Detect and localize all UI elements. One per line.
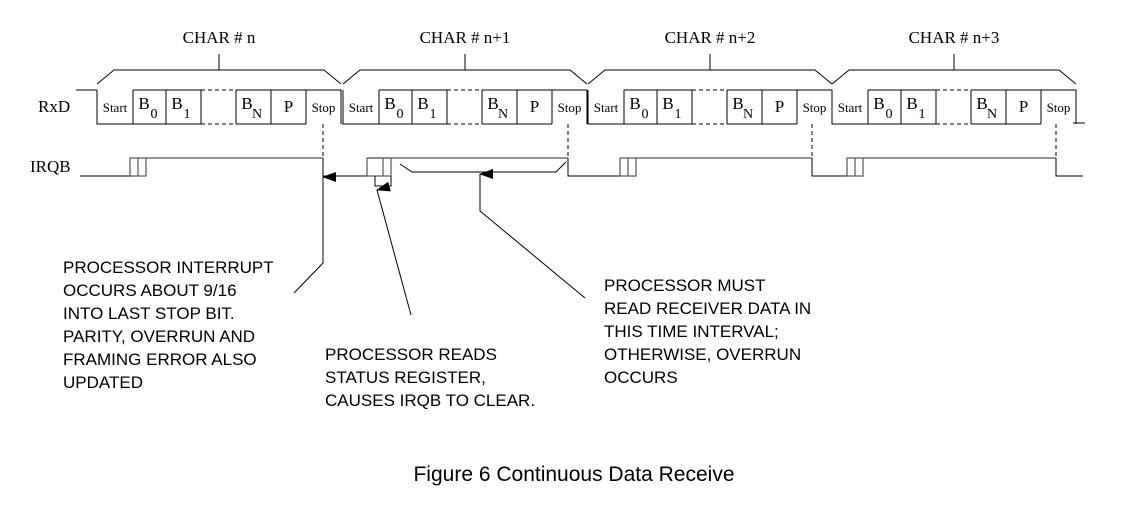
character-brace bbox=[342, 69, 588, 85]
data-bit-0-label: B bbox=[138, 94, 149, 113]
data-bit-n-subscript: N bbox=[987, 107, 997, 122]
irqb-waveform bbox=[80, 157, 1083, 187]
data-bit-1-subscript: 1 bbox=[430, 107, 437, 122]
annotation-line: UPDATED bbox=[63, 373, 143, 392]
annotation-line: READ RECEIVER DATA IN bbox=[604, 299, 811, 318]
data-bit-n-label: B bbox=[732, 94, 743, 113]
annotation-line: PROCESSOR READS bbox=[325, 345, 497, 364]
annotation-line: FRAMING ERROR ALSO bbox=[63, 350, 257, 369]
read-status-arrow bbox=[376, 181, 412, 316]
annotation-read-data: PROCESSOR MUST READ RECEIVER DATA IN THI… bbox=[604, 276, 811, 387]
parity-bit-label: P bbox=[1019, 97, 1028, 116]
parity-bit-label: P bbox=[530, 97, 539, 116]
read-interval-bracket bbox=[399, 161, 567, 173]
annotation-line: PARITY, OVERRUN AND bbox=[63, 327, 255, 346]
annotation-line: PROCESSOR MUST bbox=[604, 276, 766, 295]
data-bit-0-subscript: 0 bbox=[151, 107, 158, 122]
data-bit-0-label: B bbox=[873, 94, 884, 113]
data-bit-1-subscript: 1 bbox=[184, 107, 191, 122]
stop-high bbox=[1041, 89, 1077, 124]
annotation-line: PROCESSOR INTERRUPT bbox=[63, 258, 274, 277]
data-bit-n-label: B bbox=[487, 94, 498, 113]
data-bit-1-label: B bbox=[662, 94, 673, 113]
data-bit-1-subscript: 1 bbox=[919, 107, 926, 122]
annotation-line: THIS TIME INTERVAL; bbox=[604, 322, 779, 341]
irqb-low-4 bbox=[1055, 158, 1083, 177]
character-label: CHAR # n+2 bbox=[665, 28, 756, 47]
data-bit-n-subscript: N bbox=[743, 107, 753, 122]
data-bit-0-subscript: 0 bbox=[642, 107, 649, 122]
character-label: CHAR # n+1 bbox=[420, 28, 511, 47]
stop-bit-label: Stop bbox=[312, 100, 336, 115]
data-bit-1-label: B bbox=[417, 94, 428, 113]
irqb-low-3 bbox=[811, 158, 848, 177]
stop-high bbox=[306, 89, 342, 124]
rxd-label: RxD bbox=[38, 97, 70, 116]
start-bit-label: Start bbox=[349, 100, 374, 115]
start-bit-label: Start bbox=[103, 100, 128, 115]
stop-high bbox=[552, 89, 588, 124]
character-brace bbox=[587, 69, 833, 85]
annotation-line: OCCURS ABOUT 9/16 bbox=[63, 281, 237, 300]
irqb-low-2 bbox=[567, 158, 621, 177]
data-bit-1-label: B bbox=[171, 94, 182, 113]
character-label: CHAR # n+3 bbox=[909, 28, 1000, 47]
data-bit-n-subscript: N bbox=[498, 107, 508, 122]
annotation-read-status: PROCESSOR READS STATUS REGISTER, CAUSES … bbox=[325, 345, 535, 410]
data-bit-n-subscript: N bbox=[252, 107, 262, 122]
data-bit-0-subscript: 0 bbox=[397, 107, 404, 122]
irqb-clear-box bbox=[366, 157, 392, 177]
parity-bit-label: P bbox=[284, 97, 293, 116]
figure-caption: Figure 6 Continuous Data Receive bbox=[413, 463, 734, 486]
annotation-interrupt: PROCESSOR INTERRUPT OCCURS ABOUT 9/16 IN… bbox=[63, 258, 274, 392]
annotation-line: CAUSES IRQB TO CLEAR. bbox=[325, 391, 535, 410]
interrupt-arrow bbox=[293, 172, 336, 294]
stop-bit-label: Stop bbox=[803, 100, 827, 115]
character-brace bbox=[831, 69, 1077, 85]
data-bit-n-label: B bbox=[241, 94, 252, 113]
irqb-label: IRQB bbox=[30, 157, 71, 176]
character-label: CHAR # n bbox=[183, 28, 256, 47]
annotation-line: INTO LAST STOP BIT. bbox=[63, 304, 235, 323]
data-bit-n-label: B bbox=[976, 94, 987, 113]
data-bit-1-subscript: 1 bbox=[675, 107, 682, 122]
data-bit-0-label: B bbox=[384, 94, 395, 113]
data-bit-0-label: B bbox=[629, 94, 640, 113]
stop-bit-label: Stop bbox=[558, 100, 582, 115]
character-brace bbox=[96, 69, 342, 85]
annotation-line: STATUS REGISTER, bbox=[325, 368, 486, 387]
irqb-clear-bracket bbox=[374, 176, 392, 187]
parity-bit-label: P bbox=[775, 97, 784, 116]
annotation-line: OCCURS bbox=[604, 368, 678, 387]
data-bit-0-subscript: 0 bbox=[886, 107, 893, 122]
stop-bit-label: Stop bbox=[1047, 100, 1071, 115]
start-bit-label: Start bbox=[594, 100, 619, 115]
annotation-line: OTHERWISE, OVERRUN bbox=[604, 345, 801, 364]
data-bit-1-label: B bbox=[906, 94, 917, 113]
start-bit-label: Start bbox=[838, 100, 863, 115]
read-data-arrow bbox=[479, 169, 586, 299]
irqb-low-lead bbox=[80, 158, 131, 177]
